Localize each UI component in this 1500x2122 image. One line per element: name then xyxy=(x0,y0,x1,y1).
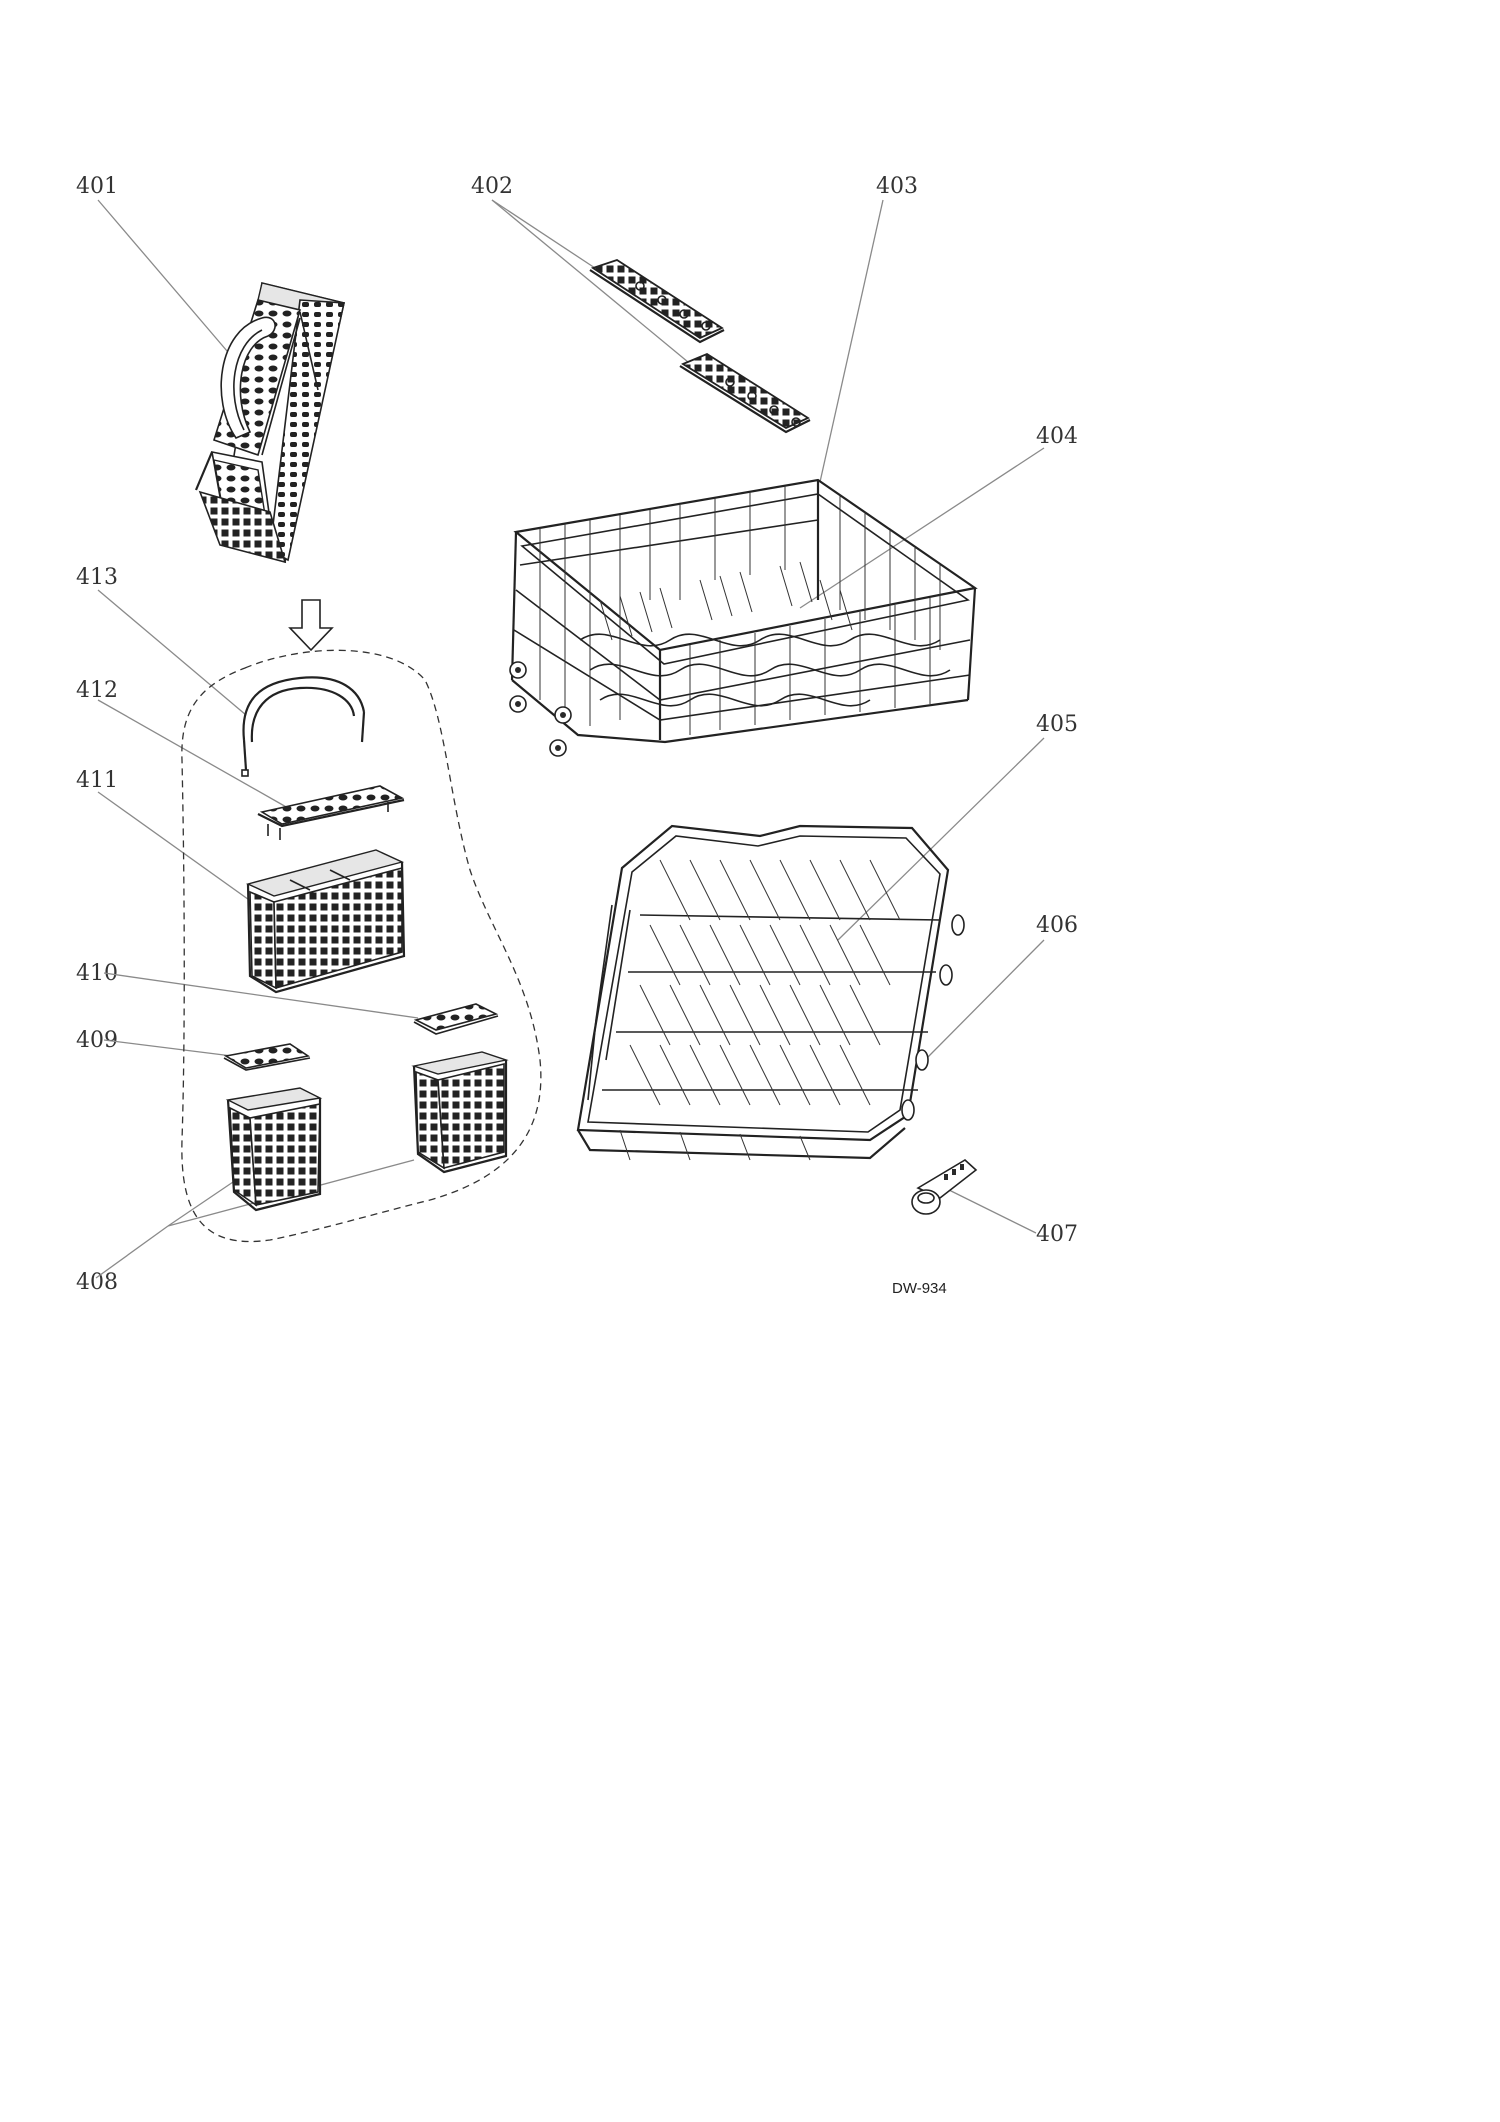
callout-404: 404 xyxy=(1036,424,1078,449)
callout-412: 412 xyxy=(76,678,118,703)
lower-rack-405 xyxy=(576,824,965,1161)
middle-basket-lid-412 xyxy=(257,785,405,840)
upper-rack-wheels xyxy=(509,661,572,757)
callout-407: 407 xyxy=(1036,1222,1078,1247)
model-code: DW-934 xyxy=(892,1280,947,1297)
basket-handle-413 xyxy=(241,676,366,777)
callout-408: 408 xyxy=(76,1270,118,1295)
small-basket-left-408 xyxy=(225,1087,323,1212)
callout-413: 413 xyxy=(76,565,118,590)
callout-406: 406 xyxy=(1036,913,1078,938)
middle-basket-411 xyxy=(245,849,406,994)
small-basket-lid-left-409 xyxy=(223,1043,311,1071)
callout-403: 403 xyxy=(876,174,918,199)
basket-set-outline xyxy=(181,649,542,1243)
exploded-parts-diagram: 401 402 403 404 405 406 407 408 409 410 … xyxy=(76,174,1078,1297)
cutlery-basket-401 xyxy=(194,282,345,564)
callout-402: 402 xyxy=(471,174,513,199)
fold-down-racks-402 xyxy=(589,259,811,434)
down-arrow xyxy=(288,599,334,652)
lower-rack-wheels xyxy=(901,914,965,1121)
callout-405: 405 xyxy=(1036,712,1078,737)
small-basket-right-408 xyxy=(411,1051,509,1174)
upper-rack-404 xyxy=(509,478,978,757)
callout-401: 401 xyxy=(76,174,118,199)
small-basket-lid-right-410 xyxy=(413,1003,499,1035)
rack-stopper-407 xyxy=(911,1159,978,1215)
callout-411: 411 xyxy=(76,768,118,793)
